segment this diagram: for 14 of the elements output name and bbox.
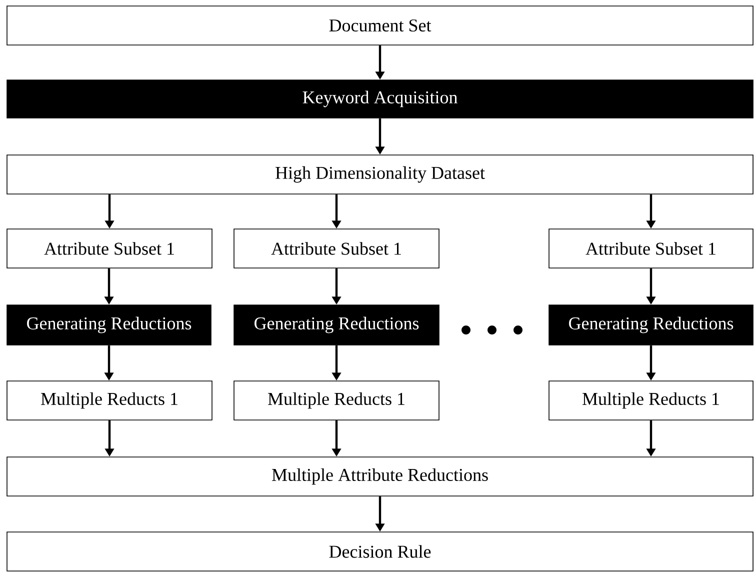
process-box: Multiple Reducts 1 <box>6 380 212 420</box>
process-box: Multiple Reducts 1 <box>234 380 440 420</box>
process-box: Document Set <box>6 6 754 46</box>
process-box: High Dimensionality Dataset <box>6 154 754 194</box>
process-box: Multiple Reducts 1 <box>548 380 754 420</box>
process-bar: Generating Reductions <box>6 304 212 346</box>
process-bar: Generating Reductions <box>548 304 754 346</box>
process-box: Multiple Attribute Reductions <box>6 456 754 496</box>
process-bar: Generating Reductions <box>234 304 440 346</box>
process-box: Decision Rule <box>6 532 754 572</box>
process-bar: Keyword Acquisition <box>6 80 754 118</box>
process-box: Attribute Subset 1 <box>234 228 440 268</box>
process-box: Attribute Subset 1 <box>6 228 212 268</box>
process-box: Attribute Subset 1 <box>548 228 754 268</box>
